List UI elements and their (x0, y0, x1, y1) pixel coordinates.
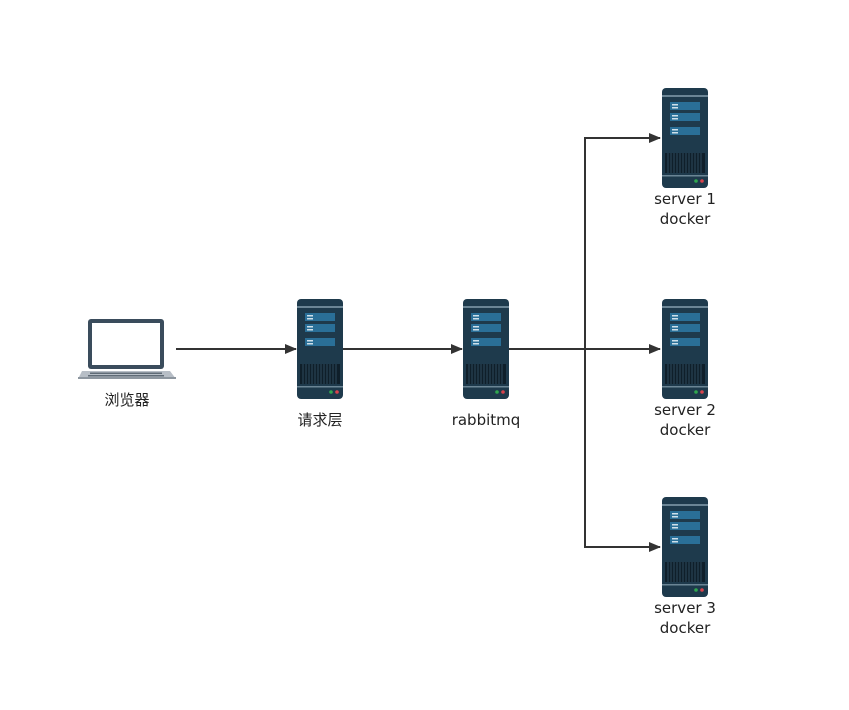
server-icon-server2 (661, 298, 709, 400)
node-label-server3-role: docker (659, 619, 711, 637)
server-icon-request-layer (296, 298, 344, 400)
edge-to-server1 (584, 133, 661, 349)
server-icon-server1 (661, 87, 709, 189)
edge-to-server3 (584, 349, 661, 552)
node-label-rabbitmq: rabbitmq (451, 411, 521, 429)
server-icon-server3 (661, 496, 709, 598)
node-label-server2-name: server 2 (654, 401, 716, 419)
laptop-icon (78, 319, 176, 379)
node-label-server2-role: docker (659, 421, 711, 439)
node-label-request-layer: 请求层 (297, 411, 343, 429)
server-icon-rabbitmq (462, 298, 510, 400)
node-label-server1-name: server 1 (654, 190, 716, 208)
node-label-server1-role: docker (659, 210, 711, 228)
node-label-browser: 浏览器 (104, 391, 150, 409)
node-label-server3-name: server 3 (654, 599, 716, 617)
